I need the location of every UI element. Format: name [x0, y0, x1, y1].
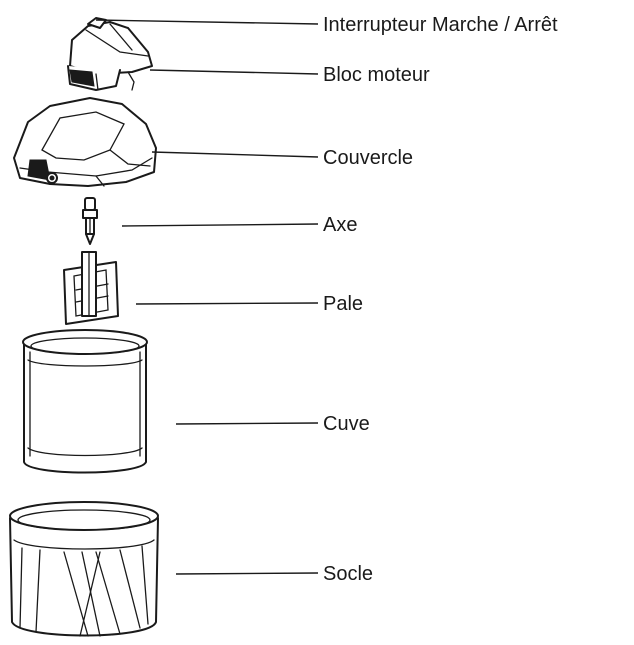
leader-axle [121, 223, 319, 227]
lid-drawing [13, 97, 157, 187]
label-on-off-switch: Interrupteur Marche / Arrêt [323, 14, 558, 36]
label-base: Socle [323, 563, 373, 585]
label-motor-block: Bloc moteur [323, 64, 430, 86]
leader-motor [149, 69, 319, 75]
leader-bowl [175, 422, 319, 425]
label-axle: Axe [323, 214, 357, 236]
base-drawing [9, 501, 159, 637]
label-blade: Pale [323, 293, 363, 315]
blade-drawing [63, 251, 119, 325]
leader-base [175, 572, 319, 575]
leader-lid [151, 151, 319, 158]
leader-blade [135, 302, 319, 305]
label-lid: Couvercle [323, 147, 413, 169]
axle-drawing [82, 197, 98, 245]
bowl-drawing [22, 329, 148, 474]
motor-block-drawing [67, 21, 153, 91]
label-bowl: Cuve [323, 413, 370, 435]
leader-switch [95, 19, 319, 25]
